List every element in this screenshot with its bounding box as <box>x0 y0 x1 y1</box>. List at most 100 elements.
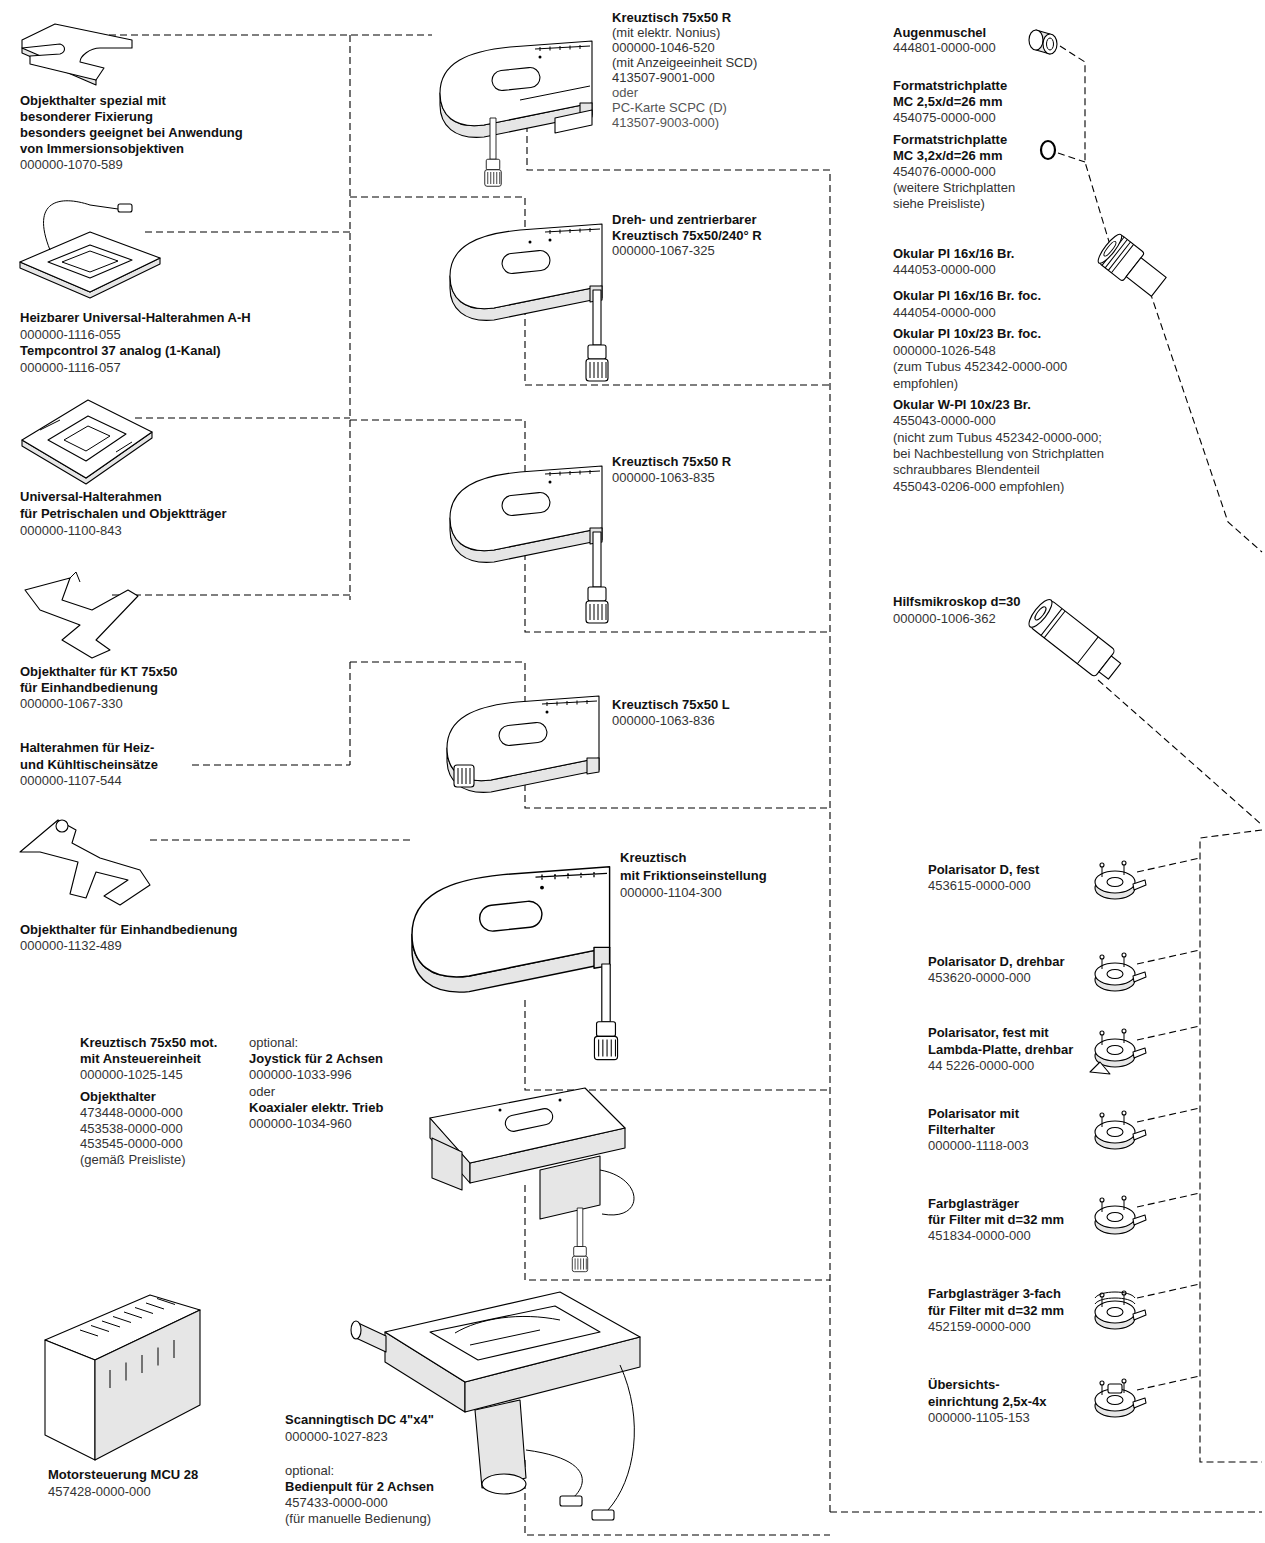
part-number: 457428-0000-000 <box>48 1484 151 1499</box>
dashed-leader <box>112 594 350 595</box>
motor-controller <box>146 1303 164 1309</box>
scanning-stage <box>526 1365 634 1510</box>
part-name: Scanningtisch DC 4"x4" <box>285 1412 434 1427</box>
motor-controller <box>126 1363 127 1381</box>
part-name: Objekthalter für KT 75x50 <box>20 664 178 679</box>
dashed-leader <box>350 197 830 385</box>
part-number: (weitere Strichplatten <box>893 180 1015 195</box>
part-number: (zum Tubus 452342-0000-000 <box>893 359 1067 374</box>
part-number: 000000-1132-489 <box>20 938 122 953</box>
part-number: 000000-1116-057 <box>20 360 121 375</box>
motor-controller <box>158 1348 159 1366</box>
part-number: 000000-1107-544 <box>20 773 122 788</box>
scanning-stage <box>592 1510 614 1520</box>
universal-frame <box>48 416 126 461</box>
part-number: 451834-0000-000 <box>928 1228 1031 1243</box>
part-number: 000000-1026-548 <box>893 343 996 358</box>
dashed-leader <box>1137 858 1200 872</box>
mechanical-stage <box>447 696 599 792</box>
part-number: 454075-0000-000 <box>893 110 996 125</box>
mechanical-stage <box>458 768 470 784</box>
auxiliary-microscope <box>1025 596 1055 630</box>
dashed-leader <box>192 764 350 765</box>
dashed-leader <box>135 417 350 418</box>
part-number: 444054-0000-000 <box>893 305 996 320</box>
part-number: 000000-1025-145 <box>80 1067 183 1082</box>
mechanical-stage <box>450 224 602 320</box>
motor-controller <box>80 1330 98 1336</box>
mechanical-stage <box>520 86 590 100</box>
motorized-stage <box>540 1156 600 1219</box>
part-number: 453545-0000-000 <box>80 1136 183 1151</box>
part-name: Okular Pl 16x/16 Br. <box>893 246 1014 261</box>
part-number: 455043-0206-000 empfohlen) <box>893 479 1064 494</box>
motor-controller <box>102 1321 120 1327</box>
dashed-leader <box>145 231 350 232</box>
part-number: 000000-1116-055 <box>20 327 121 342</box>
motorized-stage <box>600 1170 634 1215</box>
eyepiece <box>1095 231 1125 266</box>
part-number: 444801-0000-000 <box>893 40 996 55</box>
part-number: empfohlen) <box>893 376 958 391</box>
part-number: oder <box>249 1084 275 1099</box>
part-number: 000000-1104-300 <box>620 885 722 900</box>
mechanical-stage <box>450 466 602 562</box>
heated-frame <box>20 201 160 298</box>
motor-controller <box>113 1317 131 1323</box>
universal-frame <box>40 420 132 452</box>
part-name: für Filter mit d=32 mm <box>928 1303 1064 1318</box>
mechanical-stage <box>555 110 592 133</box>
motor-controller <box>95 1310 200 1460</box>
part-name: Bedienpult für 2 Achsen <box>285 1479 434 1494</box>
part-name: Koaxialer elektr. Trieb <box>249 1100 383 1115</box>
motorized-stage <box>559 1099 562 1102</box>
part-number: 457433-0000-000 <box>285 1495 388 1510</box>
polarizer <box>1095 1111 1146 1149</box>
part-number: 000000-1067-325 <box>612 243 715 258</box>
dashed-leader <box>1150 292 1262 552</box>
part-number: siehe Preisliste) <box>893 196 985 211</box>
part-name: Kreuztisch <box>620 850 686 865</box>
heated-frame <box>20 232 160 292</box>
part-name: besonders geeignet bei Anwendung <box>20 125 243 140</box>
scanning-stage <box>455 1316 560 1345</box>
auxiliary-microscope <box>1033 605 1048 621</box>
motorized-stage <box>572 1208 587 1272</box>
polarizer <box>1090 861 1146 1417</box>
part-name: besonderer Fixierung <box>20 109 153 124</box>
scanning-stage <box>560 1496 582 1506</box>
mechanical-stage <box>454 765 474 787</box>
part-name: Tempcontrol 37 analog (1-Kanal) <box>20 343 221 358</box>
part-name: Dreh- und zentrierbarer <box>612 212 756 227</box>
polarizer <box>1090 1062 1110 1074</box>
part-name: mit Ansteuereinheit <box>80 1051 201 1066</box>
part-name: Lambda-Platte, drehbar <box>928 1042 1073 1057</box>
motorized-stage <box>432 1138 462 1190</box>
reticle <box>1041 141 1055 159</box>
auxiliary-microscope <box>1025 596 1125 684</box>
part-name: Objekthalter spezial mit <box>20 93 166 108</box>
part-name: Polarisator D, drehbar <box>928 954 1065 969</box>
specimen-holder <box>22 24 132 85</box>
part-number: 452159-0000-000 <box>928 1319 1031 1334</box>
dashed-leader <box>98 34 432 35</box>
motor-controller <box>124 1312 142 1318</box>
part-name: mit Friktionseinstellung <box>620 868 767 883</box>
part-number: 000000-1118-003 <box>928 1138 1029 1153</box>
heated-frame <box>62 251 118 272</box>
part-number: 413507-9001-000 <box>612 70 715 85</box>
part-name: und Kühltischeinsätze <box>20 757 158 772</box>
polarizer <box>1108 1384 1122 1393</box>
dashed-leader <box>1137 1193 1200 1207</box>
part-number: 000000-1034-960 <box>249 1116 352 1131</box>
part-number: (für manuelle Bedienung) <box>285 1511 431 1526</box>
part-name: Formatstrichplatte <box>893 132 1007 147</box>
mechanical-stage <box>485 118 502 186</box>
part-number: 413507-9003-000) <box>612 115 719 130</box>
auxiliary-microscope <box>1041 609 1098 664</box>
dashed-leader <box>150 839 412 840</box>
part-name: Polarisator mit <box>928 1106 1019 1121</box>
part-name: Formatstrichplatte <box>893 78 1007 93</box>
specimen-holder <box>20 820 150 905</box>
polarizer <box>1095 861 1146 899</box>
